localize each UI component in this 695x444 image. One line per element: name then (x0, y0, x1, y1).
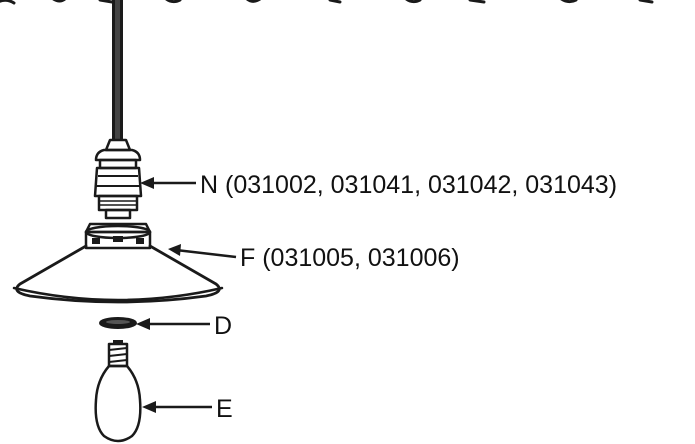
light-bulb-e (94, 340, 142, 443)
lamp-shade-f (12, 222, 224, 304)
callout-n-label: N (031002, 031041, 031042, 031043) (200, 171, 617, 199)
callout-f-label: F (031005, 031006) (240, 244, 460, 272)
retaining-ring-d (99, 317, 137, 329)
callout-e-label: E (216, 395, 233, 423)
top-cropped-marks (0, 0, 654, 5)
leader-lines (136, 177, 237, 413)
socket-assembly-n (93, 138, 143, 220)
power-cord (112, 0, 123, 140)
callout-d-label: D (214, 312, 232, 340)
